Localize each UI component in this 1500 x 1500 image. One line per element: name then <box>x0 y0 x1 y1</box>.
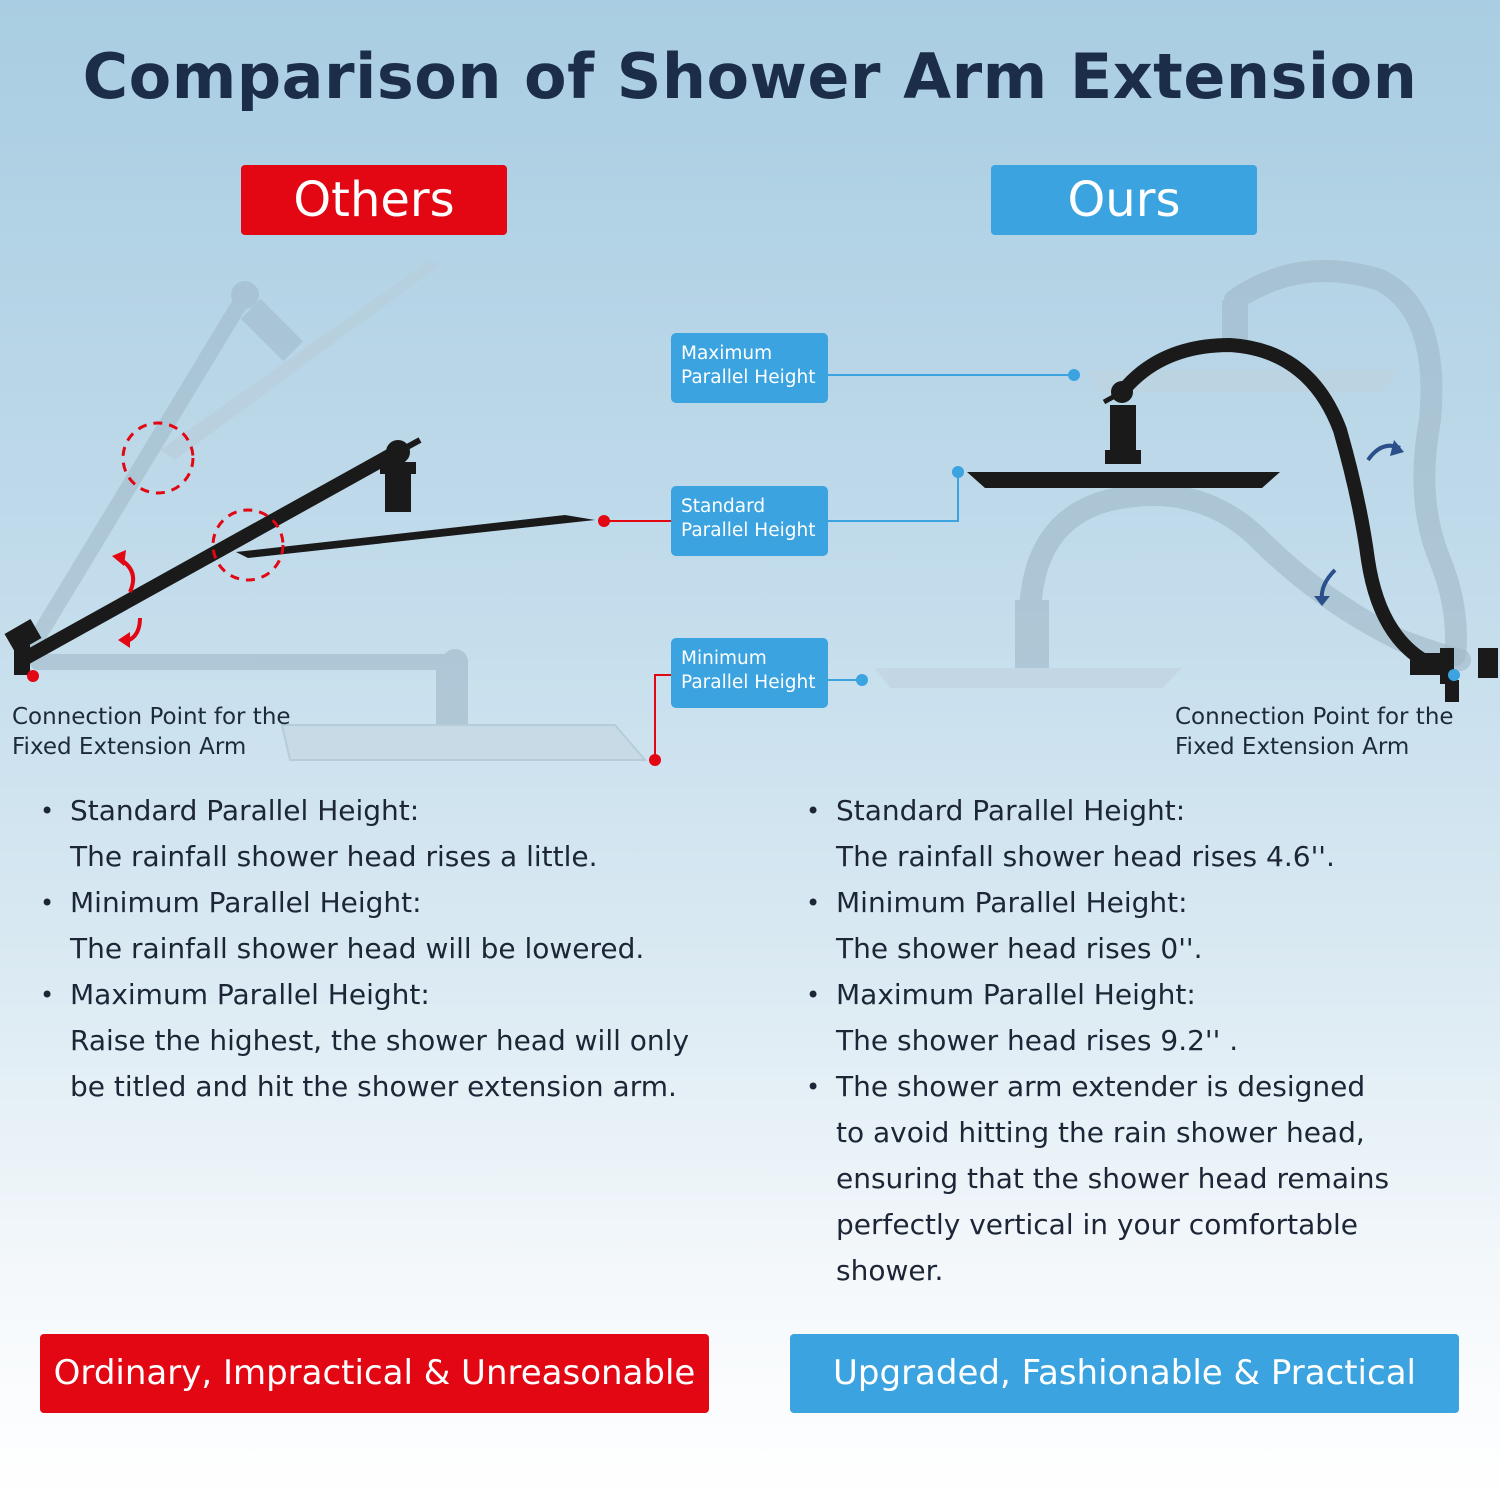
bullet-heading: Maximum Parallel Height: <box>836 978 1196 1011</box>
ours-connection-line1: Connection Point for the <box>1175 704 1454 730</box>
standard-label-line1: Standard <box>681 496 766 517</box>
bullet-text: The rainfall shower head will be lowered… <box>70 932 645 965</box>
bullet-text: Raise the highest, the shower head will … <box>70 1024 690 1057</box>
others-bullet-minimum: Minimum Parallel Height: The rainfall sh… <box>40 880 689 972</box>
others-connection-label: Connection Point for the Fixed Extension… <box>12 702 291 762</box>
bullet-heading: Minimum Parallel Height: <box>836 886 1188 919</box>
minimum-label-line1: Minimum <box>681 648 767 669</box>
ours-bullet-standard: Standard Parallel Height: The rainfall s… <box>806 788 1389 880</box>
bullet-heading: Standard Parallel Height: <box>836 794 1186 827</box>
ours-bullet-minimum: Minimum Parallel Height: The shower head… <box>806 880 1389 972</box>
others-connection-dot <box>27 670 39 682</box>
ours-ghost-raised-arm <box>1088 260 1467 666</box>
others-bullet-standard: Standard Parallel Height: The rainfall s… <box>40 788 689 880</box>
others-connection-line2: Fixed Extension Arm <box>12 734 247 760</box>
ours-connection-label: Connection Point for the Fixed Extension… <box>1175 702 1454 762</box>
minimum-label-line2: Parallel Height <box>681 672 816 693</box>
minimum-connector-left <box>654 674 671 760</box>
bullet-heading: Standard Parallel Height: <box>70 794 420 827</box>
bullet-heading: Maximum Parallel Height: <box>70 978 430 1011</box>
others-ghost-raised-arm <box>22 260 440 658</box>
standard-label-line2: Parallel Height <box>681 520 816 541</box>
ours-black-arm <box>967 337 1498 702</box>
bullet-text: be titled and hit the shower extension a… <box>70 1070 677 1103</box>
page-title: Comparison of Shower Arm Extension <box>82 40 1418 113</box>
ours-connection-line2: Fixed Extension Arm <box>1175 734 1410 760</box>
others-pivot-circle-top <box>121 421 195 495</box>
bullet-text: The rainfall shower head rises a little. <box>70 840 598 873</box>
bullet-heading: The shower arm extender is designed <box>836 1070 1366 1103</box>
maximum-label-line2: Parallel Height <box>681 367 816 388</box>
bullet-heading: Minimum Parallel Height: <box>70 886 422 919</box>
others-pivot-circle-mid <box>211 508 285 582</box>
others-rotate-arrow-up <box>116 556 135 593</box>
minimum-height-label: Minimum Parallel Height <box>671 638 828 708</box>
maximum-label-line1: Maximum <box>681 343 773 364</box>
bullet-text: ensuring that the shower head remains <box>836 1162 1390 1195</box>
others-footer-banner: Ordinary, Impractical & Unreasonable <box>40 1334 709 1413</box>
ours-tag: Ours <box>991 165 1257 235</box>
others-tag: Others <box>241 165 507 235</box>
bullet-text: shower. <box>836 1254 944 1287</box>
bullet-text: perfectly vertical in your comfortable <box>836 1208 1359 1241</box>
bullet-text: The rainfall shower head rises 4.6''. <box>836 840 1335 873</box>
others-bullet-maximum: Maximum Parallel Height: Raise the highe… <box>40 972 689 1110</box>
others-connection-line1: Connection Point for the <box>12 704 291 730</box>
ours-connection-dot <box>1448 669 1460 681</box>
maximum-height-label: Maximum Parallel Height <box>671 333 828 403</box>
others-ghost-lowered-arm <box>30 649 648 761</box>
others-black-arm <box>4 437 595 675</box>
ours-bullet-design: The shower arm extender is designed to a… <box>806 1064 1389 1294</box>
bullet-text: The shower head rises 9.2'' . <box>836 1024 1239 1057</box>
bullet-text: The shower head rises 0''. <box>836 932 1203 965</box>
ours-bullet-maximum: Maximum Parallel Height: The shower head… <box>806 972 1389 1064</box>
standard-connector-right <box>828 472 959 522</box>
standard-height-label: Standard Parallel Height <box>671 486 828 556</box>
others-bullet-list: Standard Parallel Height: The rainfall s… <box>40 788 689 1110</box>
ours-footer-banner: Upgraded, Fashionable & Practical <box>790 1334 1459 1413</box>
bullet-text: to avoid hitting the rain shower head, <box>836 1116 1365 1149</box>
ours-bullet-list: Standard Parallel Height: The rainfall s… <box>806 788 1389 1294</box>
